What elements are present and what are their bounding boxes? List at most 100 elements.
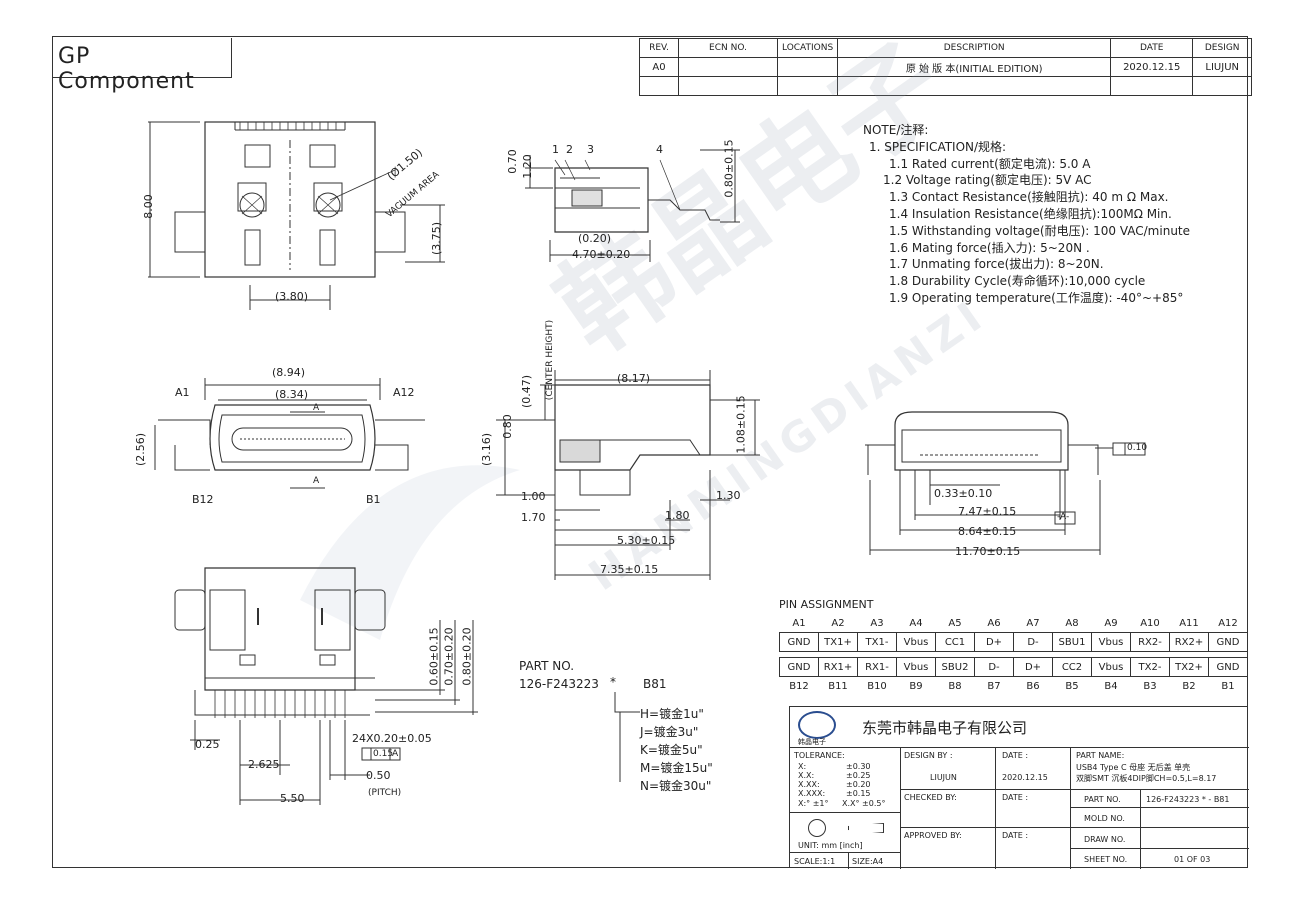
bottom-view (174, 567, 478, 805)
notes-title: NOTE/注释: (863, 123, 929, 137)
sheet-no-value: 01 OF 03 (1174, 855, 1211, 864)
plating-option-n: N=镀金30u" (640, 779, 712, 793)
dim-rear-747: 7.47±0.15 (958, 505, 1017, 518)
tol-x: X: (798, 762, 807, 771)
dim-section-080: 0.80 (500, 414, 514, 439)
date-label-2: DATE : (1002, 793, 1029, 802)
pin-signal-b: TX2+ (1169, 657, 1209, 677)
dim-section-180: 1.80 (665, 509, 690, 522)
date-label-3: DATE : (1002, 831, 1029, 840)
pin-signal-a: RX2- (1130, 632, 1170, 652)
part-label: PART NO. (519, 659, 575, 673)
tolerance-label: TOLERANCE: (794, 751, 845, 760)
part-name-line1: USB4 Type C 母座 无后盖 单壳 (1076, 763, 1191, 772)
pin-signal-a: GND (779, 632, 819, 652)
rear-view (865, 411, 1146, 555)
pin-label-b: B4 (1104, 680, 1118, 692)
callout-3: 3 (587, 143, 594, 156)
pin-signal-a: RX2+ (1169, 632, 1209, 652)
part-name-line2: 双脚SMT 沉板4DIP脚CH=0.5,L=8.17 (1076, 774, 1217, 783)
note-withstanding: 1.5 Withstanding voltage(耐电压): 100 VAC/m… (889, 223, 1191, 238)
label-b12: B12 (192, 493, 214, 506)
date-label-1: DATE : (1002, 751, 1029, 760)
design-by-label: DESIGN BY : (904, 751, 953, 760)
part-no-value: 126-F243223 * - B81 (1146, 795, 1230, 804)
note-unmating: 1.7 Unmating force(拔出力): 8~20N. (889, 257, 1104, 272)
note-insulation: 1.4 Insulation Resistance(绝缘阻抗):100MΩ Mi… (889, 206, 1172, 221)
note-contact-resistance: 1.3 Contact Resistance(接触阻抗): 40 m Ω Max… (889, 190, 1169, 205)
note-mating: 1.6 Mating force(插入力): 5~20N . (889, 240, 1090, 255)
notes-block: NOTE/注释: 1. SPECIFICATION/规格: 1.1 Rated … (863, 122, 1190, 307)
checked-by-label: CHECKED BY: (904, 793, 957, 802)
pin-label-b: B3 (1143, 680, 1157, 692)
dim-rear-1170: 11.70±0.15 (955, 545, 1021, 558)
projection-icon (808, 819, 826, 837)
company-name: 东莞市韩晶电子有限公司 (862, 719, 1028, 737)
callout-2: 2 (566, 143, 573, 156)
part-no-label: PART NO. (1084, 795, 1121, 804)
part-number: 126-F243223 (519, 677, 599, 691)
pin-label-a: A8 (1065, 617, 1079, 629)
pin-label-b: B5 (1065, 680, 1079, 692)
pin-signal-a: TX1+ (818, 632, 858, 652)
plating-option-m: M=镀金15u" (640, 761, 713, 775)
size-label: SIZE:A4 (852, 857, 884, 866)
dim-section-100: 1.00 (521, 490, 546, 503)
callout-4: 4 (656, 143, 663, 156)
tol-angle-val: X.X° ±0.5° (842, 799, 886, 808)
dim-front-height: (2.56) (134, 432, 148, 467)
tol-x-val: ±0.30 (846, 762, 871, 771)
note-temperature: 1.9 Operating temperature(工作温度): -40°~+8… (889, 290, 1184, 305)
dim-section-316: (3.16) (480, 432, 494, 467)
dim-rear-033: 0.33±0.10 (934, 487, 993, 500)
pin-signal-b: D- (974, 657, 1014, 677)
pin-label-a: A4 (909, 617, 923, 629)
dim-side-020: (0.20) (578, 232, 612, 245)
pin-label-b: B10 (867, 680, 887, 692)
tol-xxxx: X.XXX: (798, 789, 826, 798)
mold-no-label: MOLD NO. (1084, 814, 1125, 823)
pin-signal-b: Vbus (896, 657, 936, 677)
tol-xxxx-val: ±0.15 (846, 789, 871, 798)
label-pitch: (PITCH) (368, 788, 402, 798)
title-block: 韩晶电子 东莞市韩晶电子有限公司 TOLERANCE: X: ±0.30 X.X… (789, 706, 1249, 869)
dim-bottom-550: 5.50 (280, 792, 305, 805)
revision-table: REV. ECN NO. LOCATIONS DESCRIPTION DATE … (639, 38, 1253, 96)
pin-label-b: B11 (828, 680, 848, 692)
pin-signal-a: GND (1208, 632, 1248, 652)
pin-signal-a: TX1- (857, 632, 897, 652)
dim-section-170: 1.70 (521, 511, 546, 524)
pin-signal-a: D- (1013, 632, 1053, 652)
dim-bottom-060: 0.60±0.15 (427, 627, 441, 686)
side-view (525, 149, 740, 262)
pin-signal-b: GND (1208, 657, 1248, 677)
datum-a: -A- (1057, 512, 1070, 522)
sheet-no-label: SHEET NO. (1084, 855, 1128, 864)
note-spec: 1. SPECIFICATION/规格: (869, 139, 1007, 154)
pin-signal-a: Vbus (1091, 632, 1131, 652)
pin-signal-a: SBU1 (1052, 632, 1092, 652)
pin-label-b: B6 (1026, 680, 1040, 692)
pin-label-b: B1 (1221, 680, 1235, 692)
dim-front-outer: (8.94) (272, 366, 306, 379)
pin-label-a: A11 (1179, 617, 1199, 629)
logo-icon (798, 711, 836, 739)
note-voltage: 1.2 Voltage rating(额定电压): 5V AC (883, 173, 1092, 188)
section-view (496, 370, 760, 580)
label-center-height: (CENTER HEIGHT) (545, 319, 556, 401)
pin-signal-b: Vbus (1091, 657, 1131, 677)
pin-label-a: A10 (1140, 617, 1160, 629)
part-name-label: PART NAME: (1076, 751, 1125, 760)
dim-side-length: 4.70±0.20 (572, 248, 631, 261)
position-tolerance: 0.15 (373, 749, 394, 759)
tol-xxx-val: ±0.20 (846, 780, 871, 789)
part-star: * (610, 675, 616, 689)
pin-label-b: B8 (948, 680, 962, 692)
draw-no-label: DRAW NO. (1084, 835, 1126, 844)
dim-section-530: 5.30±0.15 (617, 534, 676, 547)
pin-signal-b: RX1+ (818, 657, 858, 677)
section-a-top: A (313, 403, 320, 413)
drawing-frame (52, 36, 1248, 868)
